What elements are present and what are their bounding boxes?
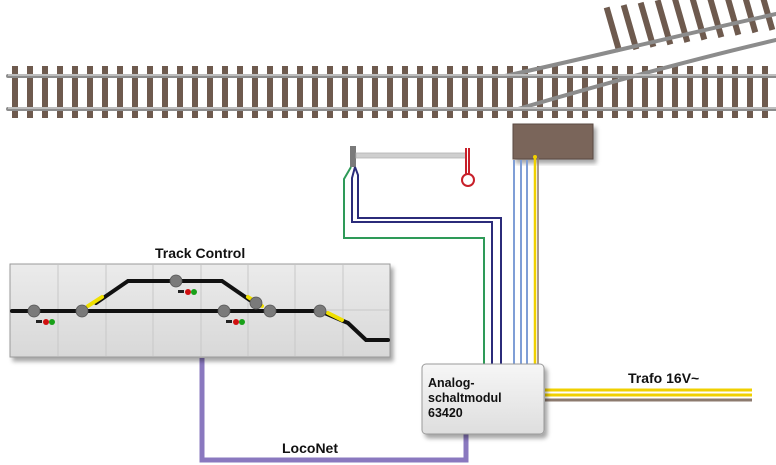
signal-wires xyxy=(343,166,502,365)
track-tie xyxy=(597,66,603,118)
turnout-tie xyxy=(722,0,742,36)
track-tie xyxy=(177,66,183,118)
track-tie xyxy=(432,66,438,118)
track-tie xyxy=(207,66,213,118)
track-tie xyxy=(552,66,558,118)
track-tie xyxy=(507,66,513,118)
track-tie xyxy=(387,66,393,118)
track-tie xyxy=(657,66,663,118)
module-label: Analog- schaltmodul 63420 xyxy=(428,376,538,421)
track-tie xyxy=(267,66,273,118)
motor-terminal xyxy=(533,155,537,159)
track-tie xyxy=(312,66,318,118)
track-tie xyxy=(492,66,498,118)
track-tie xyxy=(462,66,468,118)
track-tie xyxy=(27,66,33,118)
track-tie xyxy=(747,66,753,118)
track xyxy=(6,0,776,118)
track-tie xyxy=(477,66,483,118)
track-tie xyxy=(147,66,153,118)
track-tie xyxy=(192,66,198,118)
rails xyxy=(6,12,776,111)
track-control-label: Track Control xyxy=(155,245,246,261)
track-tie xyxy=(297,66,303,118)
module-label-line-2: schaltmodul xyxy=(428,391,502,405)
trafo-wires xyxy=(545,388,752,402)
track-tie xyxy=(762,66,768,118)
analog-switch-module xyxy=(421,363,545,435)
loconet-label: LocoNet xyxy=(282,440,338,456)
track-tie xyxy=(417,66,423,118)
motor-wires xyxy=(513,158,539,365)
track-tie xyxy=(72,66,78,118)
track-tie xyxy=(327,66,333,118)
track-tie xyxy=(87,66,93,118)
turnout-tie xyxy=(756,0,776,31)
track-tie xyxy=(537,66,543,118)
track-tie xyxy=(372,66,378,118)
track-tie xyxy=(687,66,693,118)
loconet-cable xyxy=(199,358,469,463)
track-tie xyxy=(222,66,228,118)
module-label-line-3: 63420 xyxy=(428,406,463,420)
track-tie xyxy=(342,66,348,118)
semaphore-signal xyxy=(350,146,475,187)
track-control-panel xyxy=(9,263,391,358)
track-tie xyxy=(282,66,288,118)
track-tie xyxy=(717,66,723,118)
turnout-tie xyxy=(739,0,759,34)
turnout-tie xyxy=(603,6,623,53)
track-tie xyxy=(447,66,453,118)
track-tie xyxy=(672,66,678,118)
track-tie xyxy=(252,66,258,118)
track-tie xyxy=(57,66,63,118)
track-tie xyxy=(117,66,123,118)
switch-motor xyxy=(512,123,594,160)
panel-switch-nodes xyxy=(27,274,327,318)
track-tie xyxy=(402,66,408,118)
trafo-label: Trafo 16V~ xyxy=(628,370,700,386)
track-tie xyxy=(582,66,588,118)
track-tie xyxy=(627,66,633,118)
turnout-tie xyxy=(637,1,657,48)
track-tie xyxy=(12,66,18,118)
track-tie xyxy=(732,66,738,118)
track-tie xyxy=(102,66,108,118)
panel-signal-lamps xyxy=(36,289,245,325)
track-tie xyxy=(357,66,363,118)
turnout-tie xyxy=(705,0,725,39)
track-tie xyxy=(42,66,48,118)
track-tie xyxy=(612,66,618,118)
turnout-tie xyxy=(654,0,674,46)
track-tie xyxy=(642,66,648,118)
track-tie xyxy=(132,66,138,118)
track-tie xyxy=(237,66,243,118)
track-tie xyxy=(702,66,708,118)
track-tie xyxy=(522,66,528,118)
module-label-line-1: Analog- xyxy=(428,376,475,390)
track-tie xyxy=(162,66,168,118)
turnout-tie xyxy=(671,0,691,43)
turnout-tie xyxy=(620,4,640,51)
